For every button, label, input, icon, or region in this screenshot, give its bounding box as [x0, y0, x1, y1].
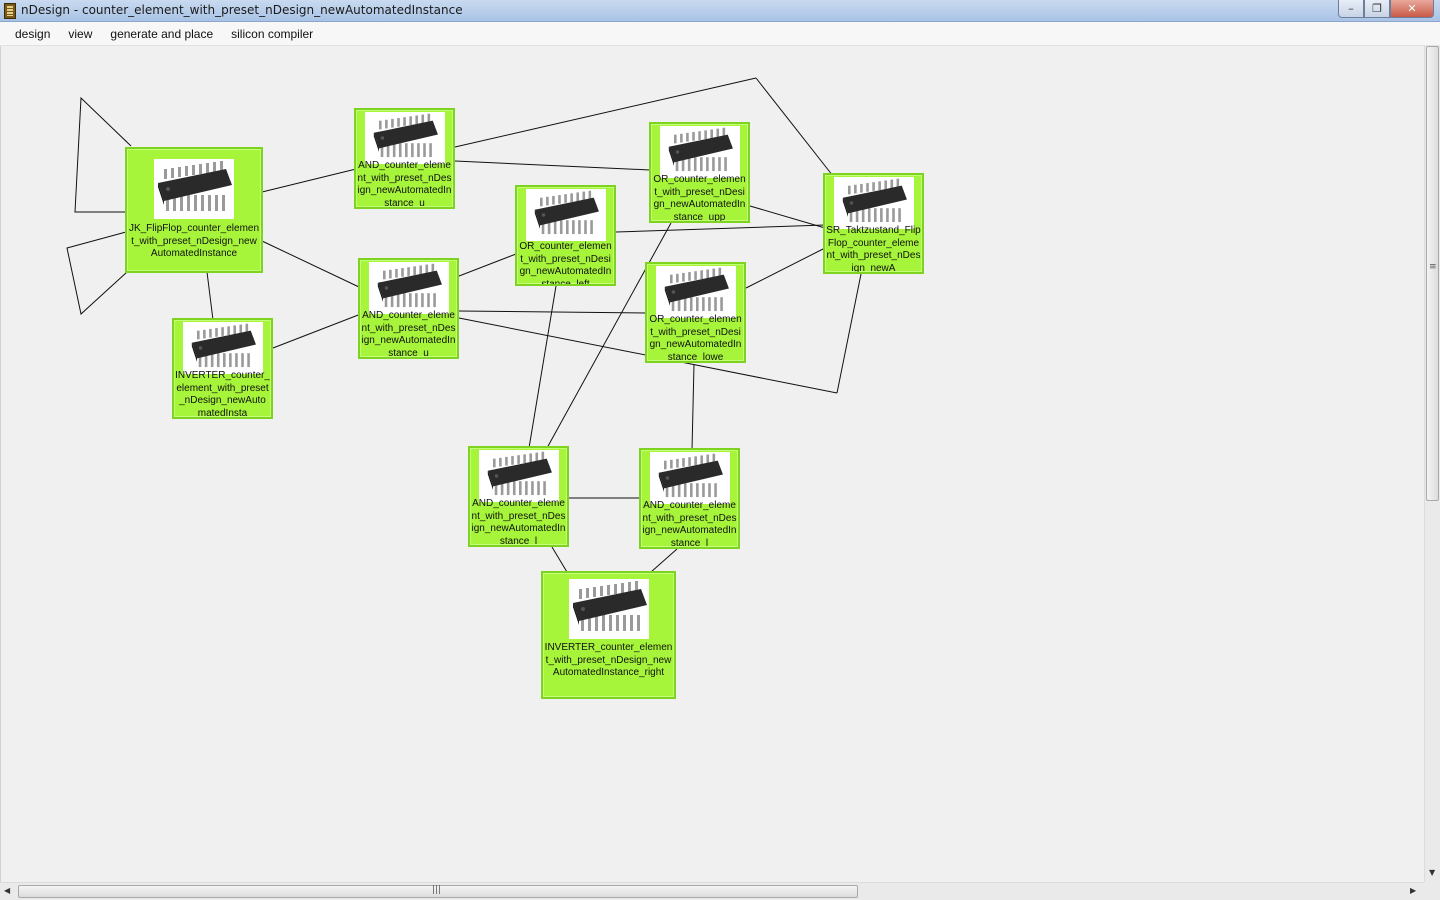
left-arrow-icon[interactable]: ◀ [4, 886, 11, 895]
component-label: INVERTER_counter_element_with_preset_nDe… [544, 642, 673, 678]
component-or-lower[interactable]: OR_counter_element_with_preset_nDesign_n… [645, 262, 746, 363]
vertical-scrollbar[interactable]: ≡ ▼ [1424, 46, 1440, 882]
wire [454, 160, 651, 171]
ic-chip-icon [182, 322, 263, 374]
component-label: AND_counter_element_with_preset_nDesign_… [357, 160, 452, 209]
component-sr-flipflop[interactable]: SR_Taktzustand_FlipFlop_counter_element_… [823, 173, 924, 274]
component-and-lower-1[interactable]: AND_counter_element_with_preset_nDesign_… [468, 446, 569, 547]
component-label: OR_counter_element_with_preset_nDesign_n… [519, 241, 612, 286]
wire [206, 271, 214, 321]
component-or-left[interactable]: OR_counter_element_with_preset_nDesign_n… [515, 185, 616, 286]
ic-chip-icon [364, 112, 445, 164]
wire [458, 310, 647, 314]
window-controls: – ❐ ✕ [1338, 0, 1434, 18]
component-jk-flipflop[interactable]: JK_FlipFlop_counter_element_with_preset_… [125, 147, 263, 273]
wire [261, 168, 357, 193]
menu-silicon-compiler[interactable]: silicon compiler [231, 26, 314, 41]
horizontal-scrollbar[interactable]: ◀ ||| ▶ [0, 882, 1424, 900]
component-label: INVERTER_counter_element_with_preset_nDe… [175, 370, 270, 419]
wire [749, 205, 826, 229]
component-or-upper[interactable]: OR_counter_element_with_preset_nDesign_n… [649, 122, 750, 223]
window-titlebar[interactable]: nDesign - counter_element_with_preset_nD… [0, 0, 1440, 22]
wire [261, 240, 360, 288]
ic-chip-icon [525, 189, 606, 241]
wire [691, 363, 695, 451]
ic-chip-icon [154, 159, 234, 219]
vertical-scroll-thumb[interactable]: ≡ [1426, 46, 1439, 501]
wire [551, 546, 568, 573]
component-and-upper-2[interactable]: AND_counter_element_with_preset_nDesign_… [358, 258, 459, 359]
down-arrow-icon[interactable]: ▼ [1429, 868, 1436, 877]
component-inverter-right[interactable]: INVERTER_counter_element_with_preset_nDe… [541, 571, 676, 699]
minimize-icon: – [1348, 2, 1354, 15]
menu-bar: design view generate and place silicon c… [0, 22, 1440, 46]
component-inverter-left[interactable]: INVERTER_counter_element_with_preset_nDe… [172, 318, 273, 419]
wire [745, 247, 826, 289]
wire [755, 77, 834, 177]
close-button[interactable]: ✕ [1390, 0, 1434, 18]
ic-chip-icon [649, 452, 730, 504]
wire [650, 548, 678, 573]
grip-icon: ≡ [1429, 262, 1437, 272]
ic-chip-icon [833, 177, 914, 229]
ic-chip-icon [568, 579, 649, 639]
ic-chip-icon [368, 262, 449, 314]
close-icon: ✕ [1407, 2, 1417, 15]
app-icon [4, 3, 16, 19]
horizontal-scroll-thumb[interactable]: ||| [18, 885, 858, 898]
component-label: SR_Taktzustand_FlipFlop_counter_element_… [826, 225, 921, 274]
wire [615, 224, 826, 233]
component-label: OR_counter_element_with_preset_nDesign_n… [653, 174, 746, 223]
ic-chip-icon [659, 126, 740, 178]
design-canvas[interactable]: JK_FlipFlop_counter_element_with_preset_… [0, 46, 1424, 882]
wire [454, 77, 757, 148]
right-arrow-icon[interactable]: ▶ [1410, 886, 1417, 895]
wire [836, 273, 862, 394]
menu-generate-and-place[interactable]: generate and place [110, 26, 214, 41]
window-title: nDesign - counter_element_with_preset_nD… [21, 3, 463, 17]
menu-view[interactable]: view [68, 26, 93, 41]
wire [74, 96, 132, 213]
maximize-icon: ❐ [1372, 2, 1382, 15]
wire [528, 285, 557, 449]
component-label: AND_counter_element_with_preset_nDesign_… [642, 500, 737, 549]
menu-design[interactable]: design [15, 26, 51, 41]
component-and-upper-1[interactable]: AND_counter_element_with_preset_nDesign_… [354, 108, 455, 209]
grip-icon: ||| [432, 885, 442, 895]
component-label: JK_FlipFlop_counter_element_with_preset_… [128, 223, 260, 259]
scrollbar-corner [1424, 882, 1440, 900]
ic-chip-icon [478, 450, 559, 502]
wire [546, 222, 672, 449]
component-label: OR_counter_element_with_preset_nDesign_n… [649, 314, 742, 363]
maximize-button[interactable]: ❐ [1364, 0, 1390, 18]
component-label: AND_counter_element_with_preset_nDesign_… [361, 310, 456, 359]
component-label: AND_counter_element_with_preset_nDesign_… [471, 498, 566, 547]
wire [66, 231, 128, 315]
component-and-lower-2[interactable]: AND_counter_element_with_preset_nDesign_… [639, 448, 740, 549]
ic-chip-icon [655, 266, 736, 318]
minimize-button[interactable]: – [1338, 0, 1364, 18]
